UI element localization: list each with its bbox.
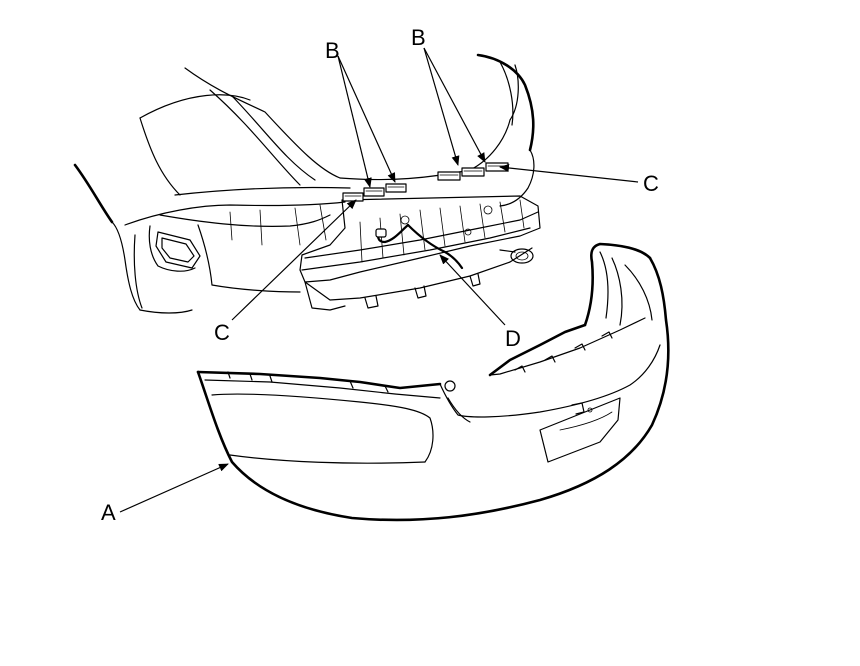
leader-b-left-2 <box>337 55 396 183</box>
harness-connector <box>375 223 464 270</box>
vehicle-rear-body <box>73 53 535 314</box>
leader-d <box>439 254 506 326</box>
callout-d: D <box>505 326 521 351</box>
leader-b-right-1 <box>423 47 460 166</box>
leader-a <box>119 463 229 513</box>
callout-b-left: B <box>325 38 340 63</box>
callout-c-left: C <box>214 320 230 345</box>
leader-b-left-1 <box>337 55 372 188</box>
callout-a: A <box>101 500 116 525</box>
leader-b-right-2 <box>423 47 486 163</box>
leader-c-right <box>499 163 639 183</box>
upper-retainer-clips <box>342 162 509 202</box>
rear-bumper-cover <box>196 242 670 522</box>
leader-lines <box>119 47 639 513</box>
leader-c-left <box>231 199 357 321</box>
callout-c-right: C <box>643 171 659 196</box>
callout-b-right: B <box>411 25 426 50</box>
bumper-beam <box>299 195 541 311</box>
